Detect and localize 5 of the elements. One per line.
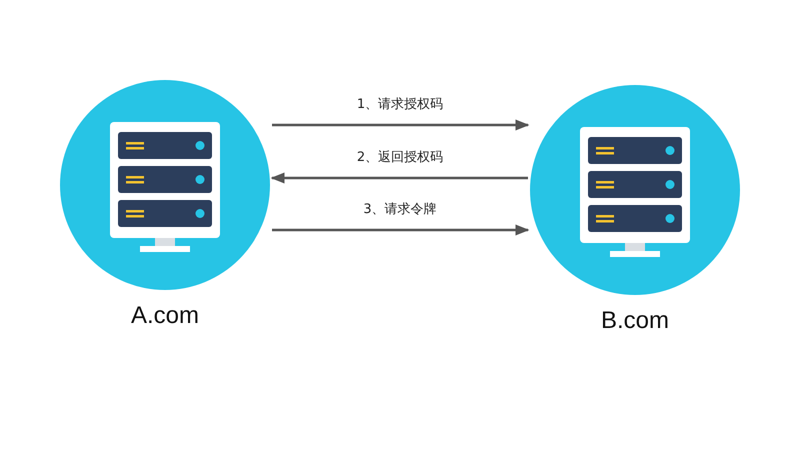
domain-label: A.com (130, 302, 199, 329)
domain-label: B.com (600, 307, 669, 334)
arrow (272, 119, 530, 131)
arrow (270, 172, 528, 184)
arrow (272, 224, 530, 236)
